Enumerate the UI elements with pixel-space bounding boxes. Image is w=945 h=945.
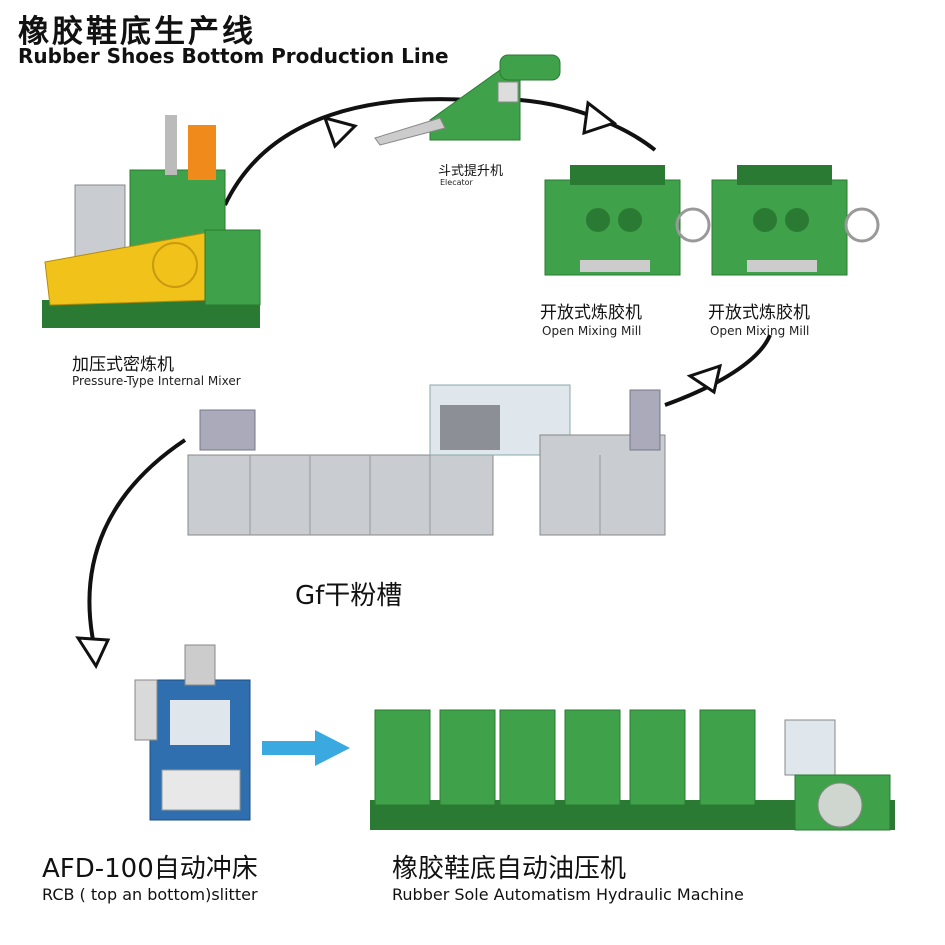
trough-label-cn: Gf干粉槽 bbox=[295, 581, 403, 611]
mill-1-label-cn: 开放式炼胶机 bbox=[540, 303, 642, 323]
slitter-label-cn: AFD-100自动冲床 bbox=[42, 854, 258, 884]
flow-arrow-4 bbox=[75, 636, 111, 670]
slitter-machine bbox=[134, 644, 251, 821]
flow-arrow-1 bbox=[322, 115, 358, 149]
elevator-label-cn: 斗式提升机 bbox=[438, 164, 504, 179]
flow-arrow-3 bbox=[686, 363, 723, 395]
hydraulic-press-machine bbox=[370, 709, 895, 831]
flow-line-mill-to-trough bbox=[664, 334, 772, 407]
mill-2-label-cn: 开放式炼胶机 bbox=[708, 303, 810, 323]
press-label-cn: 橡胶鞋底自动油压机 bbox=[392, 854, 627, 884]
mixer-label-en: Pressure-Type Internal Mixer bbox=[72, 374, 241, 388]
open-mixing-mill-1 bbox=[544, 165, 711, 276]
mill-1-label-en: Open Mixing Mill bbox=[542, 324, 642, 338]
flow-line-mixer-to-elevator bbox=[223, 97, 471, 206]
page-title-en: Rubber Shoes Bottom Production Line bbox=[18, 44, 449, 68]
internal-mixer-machine bbox=[42, 115, 261, 328]
elevator-label-en: Elecator bbox=[440, 178, 473, 187]
flow-arrow-2 bbox=[582, 100, 618, 136]
press-label-en: Rubber Sole Automatism Hydraulic Machine bbox=[392, 885, 744, 904]
powder-trough-machine bbox=[187, 384, 666, 536]
flow-line-trough-to-slitter bbox=[87, 438, 187, 651]
page-title-cn: 橡胶鞋底生产线 bbox=[18, 14, 256, 50]
bucket-elevator-machine bbox=[374, 54, 561, 146]
mixer-label-cn: 加压式密炼机 bbox=[72, 355, 174, 375]
mill-2-label-en: Open Mixing Mill bbox=[710, 324, 810, 338]
process-arrow-blue bbox=[262, 730, 350, 766]
open-mixing-mill-2 bbox=[711, 165, 880, 276]
slitter-label-en: RCB ( top an bottom)slitter bbox=[42, 885, 258, 904]
